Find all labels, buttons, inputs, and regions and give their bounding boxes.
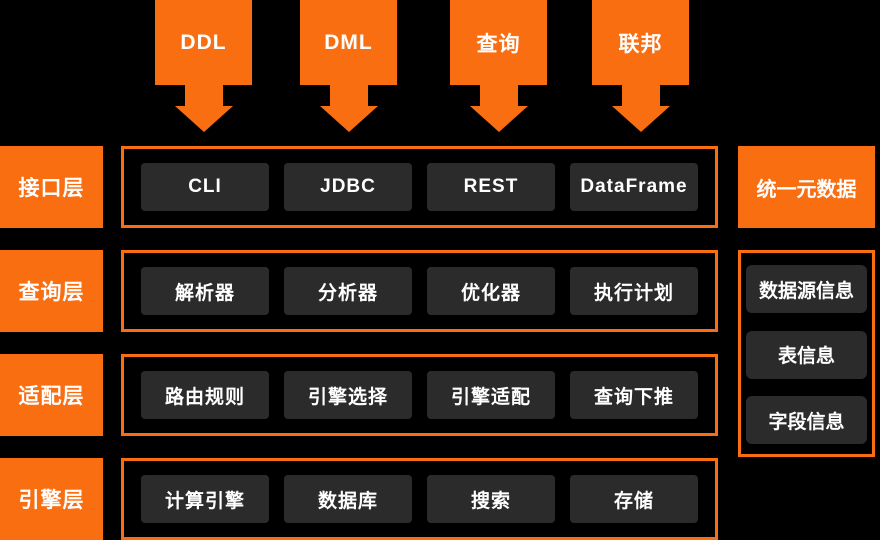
- cell-database: 数据库: [284, 475, 412, 523]
- cell-dataframe: DataFrame: [570, 163, 698, 211]
- down-arrow-icon: [174, 106, 233, 132]
- layer-label-query: 查询层: [0, 250, 103, 332]
- cell-engine-selection: 引擎选择: [284, 371, 412, 419]
- down-arrow-icon: [184, 85, 223, 106]
- layer-label-interface: 接口层: [0, 146, 103, 228]
- down-arrow-icon: [621, 85, 660, 106]
- federation-box: 联邦: [592, 0, 689, 85]
- meta-cell-datasource-info: 数据源信息: [746, 265, 867, 313]
- layer-label-adapter: 适配层: [0, 354, 103, 436]
- cell-analyzer: 分析器: [284, 267, 412, 315]
- cell-search: 搜索: [427, 475, 555, 523]
- cell-rest: REST: [427, 163, 555, 211]
- cell-cli: CLI: [141, 163, 269, 211]
- cell-routing-rules: 路由规则: [141, 371, 269, 419]
- cell-optimizer: 优化器: [427, 267, 555, 315]
- down-arrow-icon: [611, 106, 670, 132]
- top-input-query: 查询: [450, 0, 547, 132]
- cell-engine-adaptation: 引擎适配: [427, 371, 555, 419]
- query-box: 查询: [450, 0, 547, 85]
- unified-metadata-title: 统一元数据: [738, 146, 875, 228]
- down-arrow-icon: [319, 106, 378, 132]
- dml-box: DML: [300, 0, 397, 85]
- cell-execution-plan: 执行计划: [570, 267, 698, 315]
- cell-parser: 解析器: [141, 267, 269, 315]
- meta-cell-field-info: 字段信息: [746, 396, 867, 444]
- layer-container-engine: 计算引擎 数据库 搜索 存储: [121, 458, 718, 540]
- cell-compute-engine: 计算引擎: [141, 475, 269, 523]
- top-input-federation: 联邦: [592, 0, 689, 132]
- ddl-box: DDL: [155, 0, 252, 85]
- layer-container-interface: CLI JDBC REST DataFrame: [121, 146, 718, 228]
- layer-container-adapter: 路由规则 引擎选择 引擎适配 查询下推: [121, 354, 718, 436]
- cell-query-pushdown: 查询下推: [570, 371, 698, 419]
- cell-storage: 存储: [570, 475, 698, 523]
- cell-jdbc: JDBC: [284, 163, 412, 211]
- layer-container-query: 解析器 分析器 优化器 执行计划: [121, 250, 718, 332]
- top-input-ddl: DDL: [155, 0, 252, 132]
- down-arrow-icon: [479, 85, 518, 106]
- metadata-panel: 数据源信息 表信息 字段信息: [738, 250, 875, 457]
- layer-label-engine: 引擎层: [0, 458, 103, 540]
- meta-cell-table-info: 表信息: [746, 330, 867, 379]
- top-input-dml: DML: [300, 0, 397, 132]
- down-arrow-icon: [329, 85, 368, 106]
- down-arrow-icon: [469, 106, 528, 132]
